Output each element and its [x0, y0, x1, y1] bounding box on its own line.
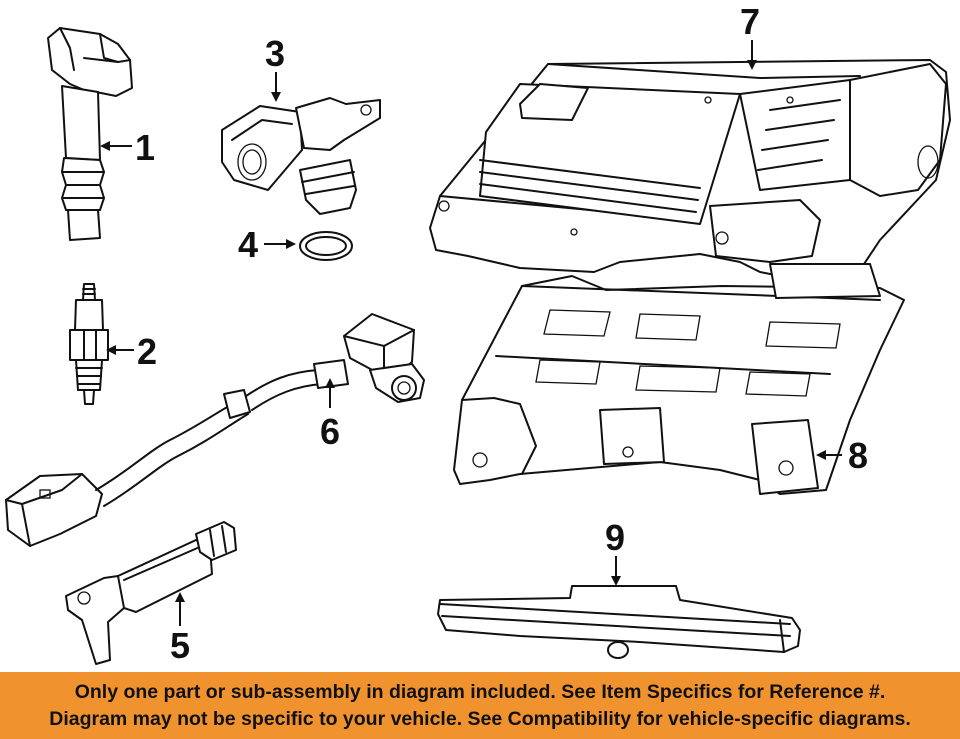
callout-3: 3 — [265, 33, 285, 74]
harness-sensor-drawing — [5, 313, 425, 547]
arrow-4 — [286, 239, 296, 249]
camshaft-sensor-drawing — [221, 97, 381, 215]
parts-diagram: 1 2 3 4 5 6 7 8 9 — [5, 1, 951, 666]
ignition-coil-drawing — [47, 27, 133, 241]
crank-sensor-drawing — [65, 521, 237, 665]
arrow-7 — [747, 60, 757, 70]
spark-plug-drawing — [69, 283, 109, 405]
arrow-6 — [325, 378, 335, 388]
arrow-9 — [611, 576, 621, 586]
disclaimer-line-1: Only one part or sub-assembly in diagram… — [74, 680, 886, 703]
callout-5: 5 — [170, 625, 190, 666]
arrow-3 — [271, 92, 281, 102]
callout-9: 9 — [605, 517, 625, 558]
o-ring-drawing — [299, 231, 353, 261]
arrow-1 — [100, 141, 110, 151]
callout-7: 7 — [740, 1, 760, 42]
callout-6: 6 — [320, 411, 340, 452]
leader-lines — [100, 40, 842, 626]
rail-drawing — [437, 585, 801, 659]
callout-4: 4 — [238, 224, 258, 265]
bracket-drawing — [453, 263, 905, 495]
callout-1: 1 — [135, 127, 155, 168]
arrow-8 — [816, 450, 826, 460]
callout-8: 8 — [848, 435, 868, 476]
callout-2: 2 — [137, 331, 157, 372]
ecm-drawing — [429, 59, 951, 277]
arrow-5 — [175, 592, 185, 602]
disclaimer-line-2: Diagram may not be specific to your vehi… — [49, 707, 911, 730]
arrow-2 — [106, 345, 116, 355]
disclaimer-banner: Only one part or sub-assembly in diagram… — [0, 672, 960, 739]
